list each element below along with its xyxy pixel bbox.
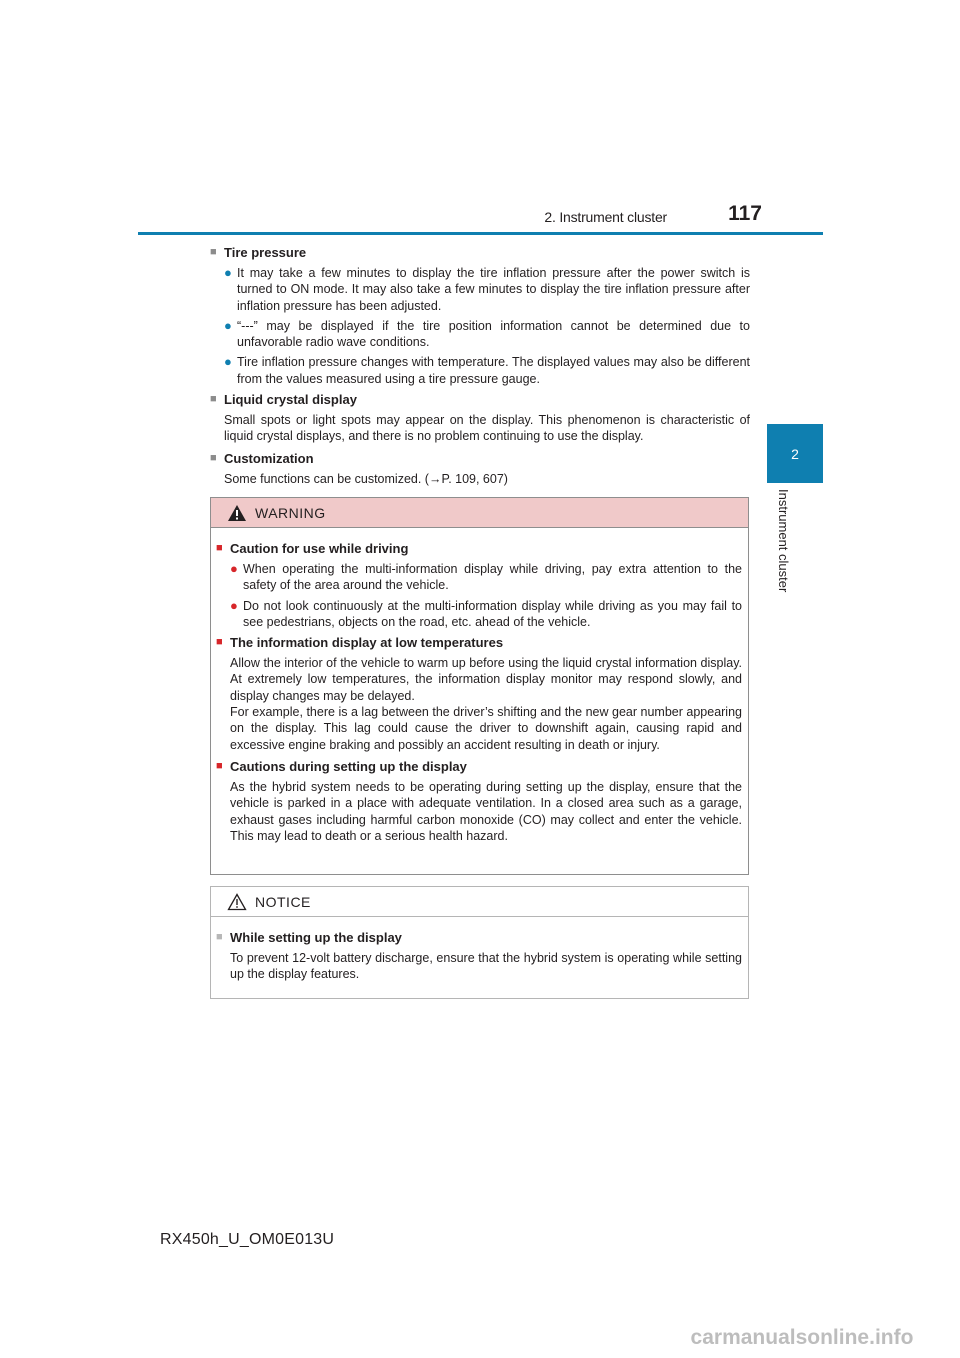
- section-heading: ■Customization: [210, 450, 314, 466]
- section-heading: ■Caution for use while driving: [216, 541, 409, 556]
- list-item: ●Do not look continuously at the multi-i…: [230, 597, 742, 629]
- paragraph: Some functions can be customized. (→P. 1…: [224, 471, 508, 486]
- section-heading: ■Liquid crystal display: [210, 392, 357, 408]
- square-bullet-icon: ■: [210, 393, 217, 406]
- watermark-logo[interactable]: carmanualsonline.info: [655, 1323, 950, 1351]
- svg-text:carmanualsonline.info: carmanualsonline.info: [691, 1326, 914, 1349]
- section-heading: ■Tire pressure: [210, 245, 307, 260]
- square-bullet-icon: ■: [210, 451, 217, 464]
- section-heading: ■Cautions during setting up the display: [216, 758, 467, 774]
- circle-bullet-icon: ●: [230, 597, 238, 613]
- square-bullet-icon: ■: [216, 542, 223, 554]
- chapter-number: 2: [791, 445, 799, 462]
- warning-body: ■Caution for use while driving ●When ope…: [211, 528, 748, 844]
- section-header: 2. Instrument cluster: [544, 209, 667, 225]
- circle-bullet-icon: ●: [230, 561, 238, 576]
- watermark-icon: carmanualsonline.info: [691, 1326, 914, 1349]
- section-heading: ■While setting up the display: [216, 930, 402, 945]
- list-item: ●“---” may be displayed if the tire posi…: [224, 317, 750, 350]
- square-bullet-icon: ■: [210, 246, 217, 258]
- list-item: ●Tire inflation pressure changes with te…: [224, 354, 750, 386]
- caution-triangle-icon: [227, 892, 247, 910]
- document-code: RX450h_U_OM0E013U: [160, 1231, 335, 1248]
- list-item: ●It may take a few minutes to display th…: [224, 265, 750, 313]
- square-bullet-icon: ■: [216, 931, 223, 943]
- square-bullet-icon: ■: [216, 636, 223, 649]
- warning-triangle-icon: [228, 504, 246, 521]
- square-bullet-icon: ■: [216, 759, 223, 772]
- circle-bullet-icon: ●: [224, 317, 232, 333]
- main-content: ■Tire pressure ●It may take a few minute…: [210, 244, 750, 492]
- circle-bullet-icon: ●: [224, 265, 232, 280]
- paragraph: Small spots or light spots may appear on…: [224, 413, 750, 444]
- warning-title: WARNING: [255, 504, 326, 521]
- warning-box: WARNING ■Caution for use while driving ●…: [210, 497, 749, 875]
- chapter-tab[interactable]: 2: [767, 424, 823, 483]
- section-heading: ■The information display at low temperat…: [216, 635, 504, 651]
- circle-bullet-icon: ●: [224, 354, 232, 370]
- paragraph: Allow the interior of the vehicle to war…: [230, 656, 742, 703]
- page-number: 117: [728, 202, 762, 225]
- notice-header: NOTICE: [211, 887, 748, 917]
- notice-title: NOTICE: [255, 893, 311, 910]
- paragraph: To prevent 12-volt battery discharge, en…: [230, 951, 742, 982]
- paragraph: As the hybrid system needs to be operati…: [230, 779, 742, 843]
- header-rule: [138, 232, 823, 235]
- notice-body: ■While setting up the display To prevent…: [211, 917, 748, 983]
- notice-box: NOTICE ■While setting up the display To …: [210, 886, 749, 999]
- warning-header: WARNING: [211, 498, 748, 528]
- list-item: ●When operating the multi-information di…: [230, 561, 742, 593]
- chapter-label: Instrument cluster: [776, 489, 791, 593]
- paragraph: For example, there is a lag between the …: [230, 705, 742, 752]
